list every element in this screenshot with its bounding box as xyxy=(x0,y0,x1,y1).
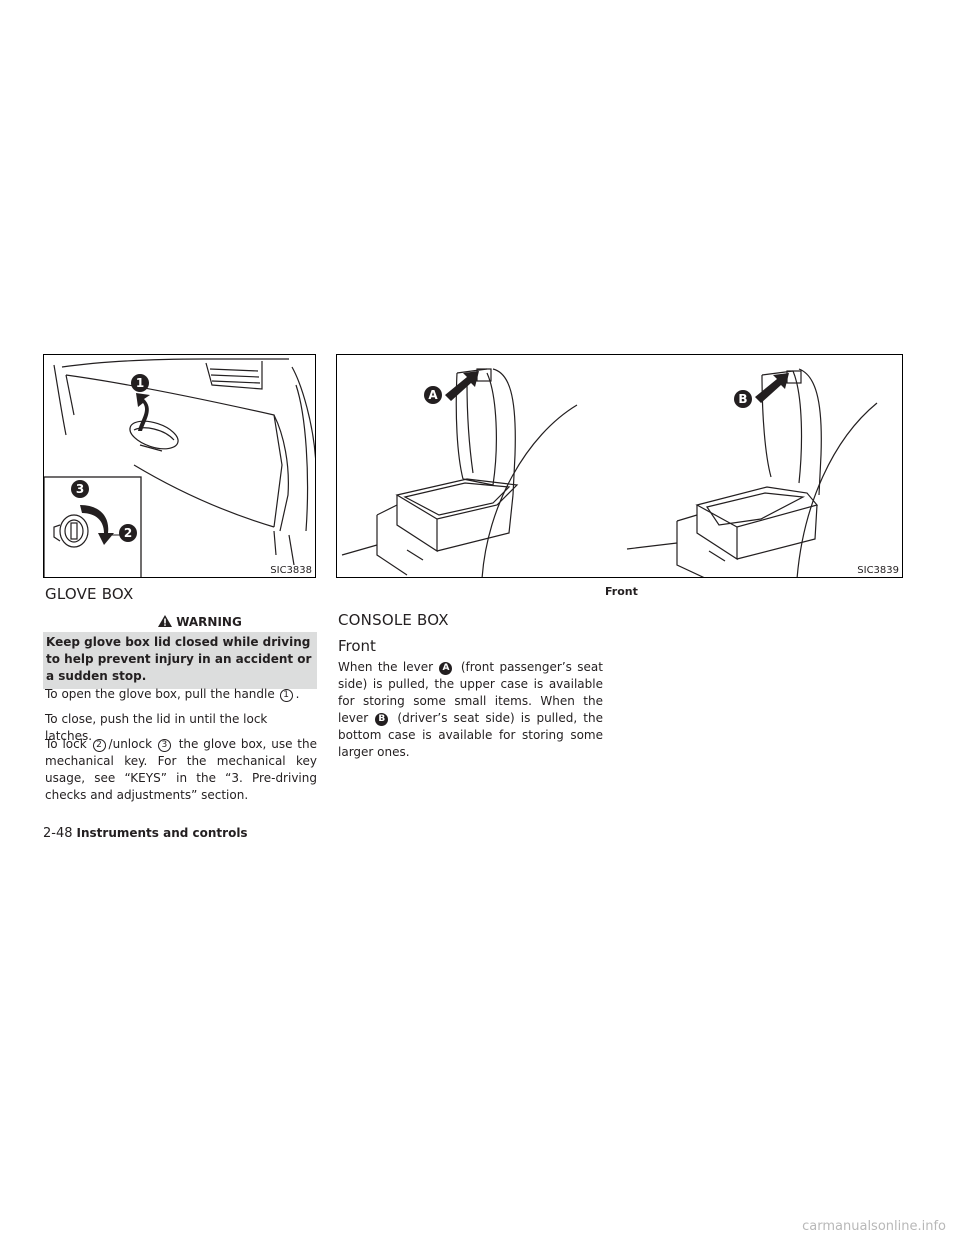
figure-code: SIC3838 xyxy=(269,565,313,577)
text: (front passenger’s seat side) is pulled,… xyxy=(338,660,603,725)
text: the glove box, use the mechanical key. F… xyxy=(45,737,317,802)
callout-3-label: 3 xyxy=(76,482,84,496)
paragraph-console: When the lever A (front passenger’s seat… xyxy=(338,659,603,761)
glove-box-illustration: 1 3 2 xyxy=(44,358,315,577)
callout-b-label: B xyxy=(738,392,747,406)
subsection-heading-front: Front xyxy=(338,637,376,655)
callout-3-ref: 3 xyxy=(157,739,171,752)
callout-a-ref: A xyxy=(439,662,453,675)
page-number: 2-48 xyxy=(43,826,73,841)
warning-triangle-icon xyxy=(158,615,172,627)
section-heading-glove-box: GLOVE BOX xyxy=(45,585,134,603)
paragraph-lock: To lock 2/unlock 3 the glove box, use th… xyxy=(45,736,317,804)
callout-1-ref: 1 xyxy=(279,689,293,702)
figure-caption: Front xyxy=(605,585,638,598)
watermark: carmanualsonline.info xyxy=(802,1219,946,1234)
callout-b-ref: B xyxy=(375,713,389,726)
callout-2-icon xyxy=(119,524,137,542)
warning-text: Keep glove box lid closed while driving … xyxy=(43,632,317,689)
callout-1-label: 1 xyxy=(136,376,144,390)
console-box-figure: A B SIC3839 xyxy=(336,354,903,578)
callout-1-icon xyxy=(131,374,149,392)
text: To open the glove box, pull the handle xyxy=(45,687,275,701)
callout-2-label: 2 xyxy=(124,526,132,540)
glove-box-figure: 1 3 2 SIC3838 xyxy=(43,354,316,578)
paragraph-close: To close, push the lid in until the lock… xyxy=(45,712,268,743)
callout-3-icon xyxy=(71,480,89,498)
callout-a-label: A xyxy=(428,388,438,402)
text: To lock xyxy=(45,737,87,751)
text: When the lever xyxy=(338,660,434,674)
section-heading-console-box: CONSOLE BOX xyxy=(338,611,449,629)
paragraph-open: To open the glove box, pull the handle 1… xyxy=(45,686,317,703)
warning-header: WARNING xyxy=(158,615,242,629)
text: . xyxy=(295,687,300,701)
console-box-illustration: A B xyxy=(341,368,878,577)
figure-code: SIC3839 xyxy=(856,565,900,577)
text: /unlock xyxy=(108,737,153,751)
section-name: Instruments and controls xyxy=(76,826,248,840)
callout-b-icon xyxy=(734,390,752,408)
warning-label: WARNING xyxy=(176,615,242,629)
callout-2-ref: 2 xyxy=(92,739,106,752)
text: (driver’s seat side) is pulled, the bott… xyxy=(338,711,603,759)
callout-a-icon xyxy=(424,386,442,404)
